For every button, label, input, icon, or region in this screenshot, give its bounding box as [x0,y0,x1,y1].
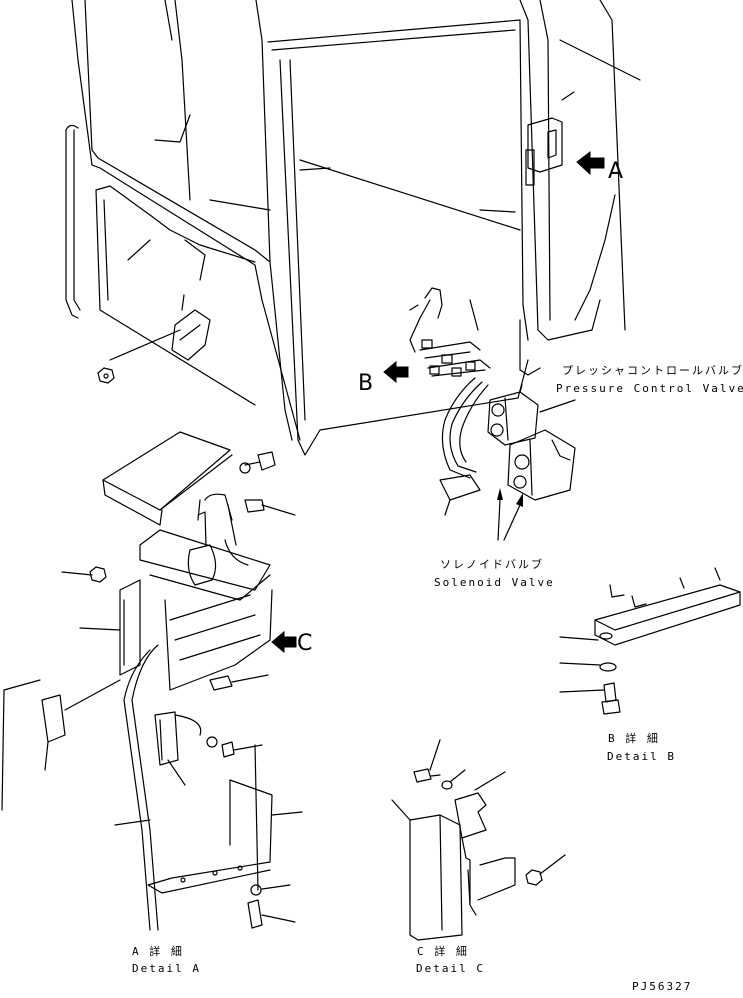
detail-b-en: Detail B [607,750,676,763]
detail-c-washer [441,769,466,790]
leader-a [574,194,616,321]
control-lever [187,493,249,586]
lever-bracket [139,499,296,691]
mounting-plate-a [147,779,303,894]
callout-b-label: B [358,371,373,396]
solenoid-valve [507,429,576,501]
detail-a-jp: A 詳 細 [132,944,184,958]
handrail-tube [65,124,81,319]
console-cover [102,431,233,526]
detail-c-bolt [413,739,441,783]
leader-plate [79,627,121,631]
washer-bolt-pair [206,736,263,758]
detail-c-jp: C 詳 細 [417,944,469,958]
solenoid-label-jp: ソレノイドバルブ [440,557,544,571]
switch-box-a [525,91,575,186]
leader-a-vertical [254,744,259,891]
detail-a-en: Detail A [132,962,201,975]
drawing-code: PJ56327 [632,980,692,993]
callout-a-label: A [608,159,623,184]
detail-b-washer [559,662,617,672]
cab-frame [71,0,641,456]
upper-left-bracket [109,239,211,361]
detail-c-en: Detail C [416,962,485,975]
solenoid-label-en: Solenoid Valve [434,576,555,589]
detail-c-nut [525,854,566,886]
bolt-console-lower [209,674,269,691]
hose-lower-left [114,644,159,931]
leader-pcv [539,399,576,413]
solenoid-arrows-icon [497,488,523,541]
pressure-control-valve [487,384,539,446]
detail-b-jp: B 詳 細 [608,731,660,745]
arrow-a-icon [576,150,605,176]
pipe-clamp [154,711,202,786]
washer-a [250,884,291,896]
detail-b-bolt [559,682,621,715]
callout-c-label: C [297,631,312,656]
detail-b-plate [559,567,741,646]
hex-nut-upper-left [97,367,115,384]
pcv-label-jp: プレッシャコントロールバルブ [562,363,743,377]
wire-harness [409,287,491,377]
hydraulic-hoses [439,377,489,516]
hex-nut-center-left [89,566,107,583]
detail-c-bracket [391,771,516,941]
arrow-c-icon [271,630,297,654]
bolt-center-upper [239,451,276,474]
leader-nut [61,571,93,576]
arrow-b-icon [383,360,409,384]
left-block [1,679,121,811]
side-plate [119,579,141,676]
pcv-label-en: Pressure Control Valve [556,382,743,395]
bolt-a [247,899,296,929]
